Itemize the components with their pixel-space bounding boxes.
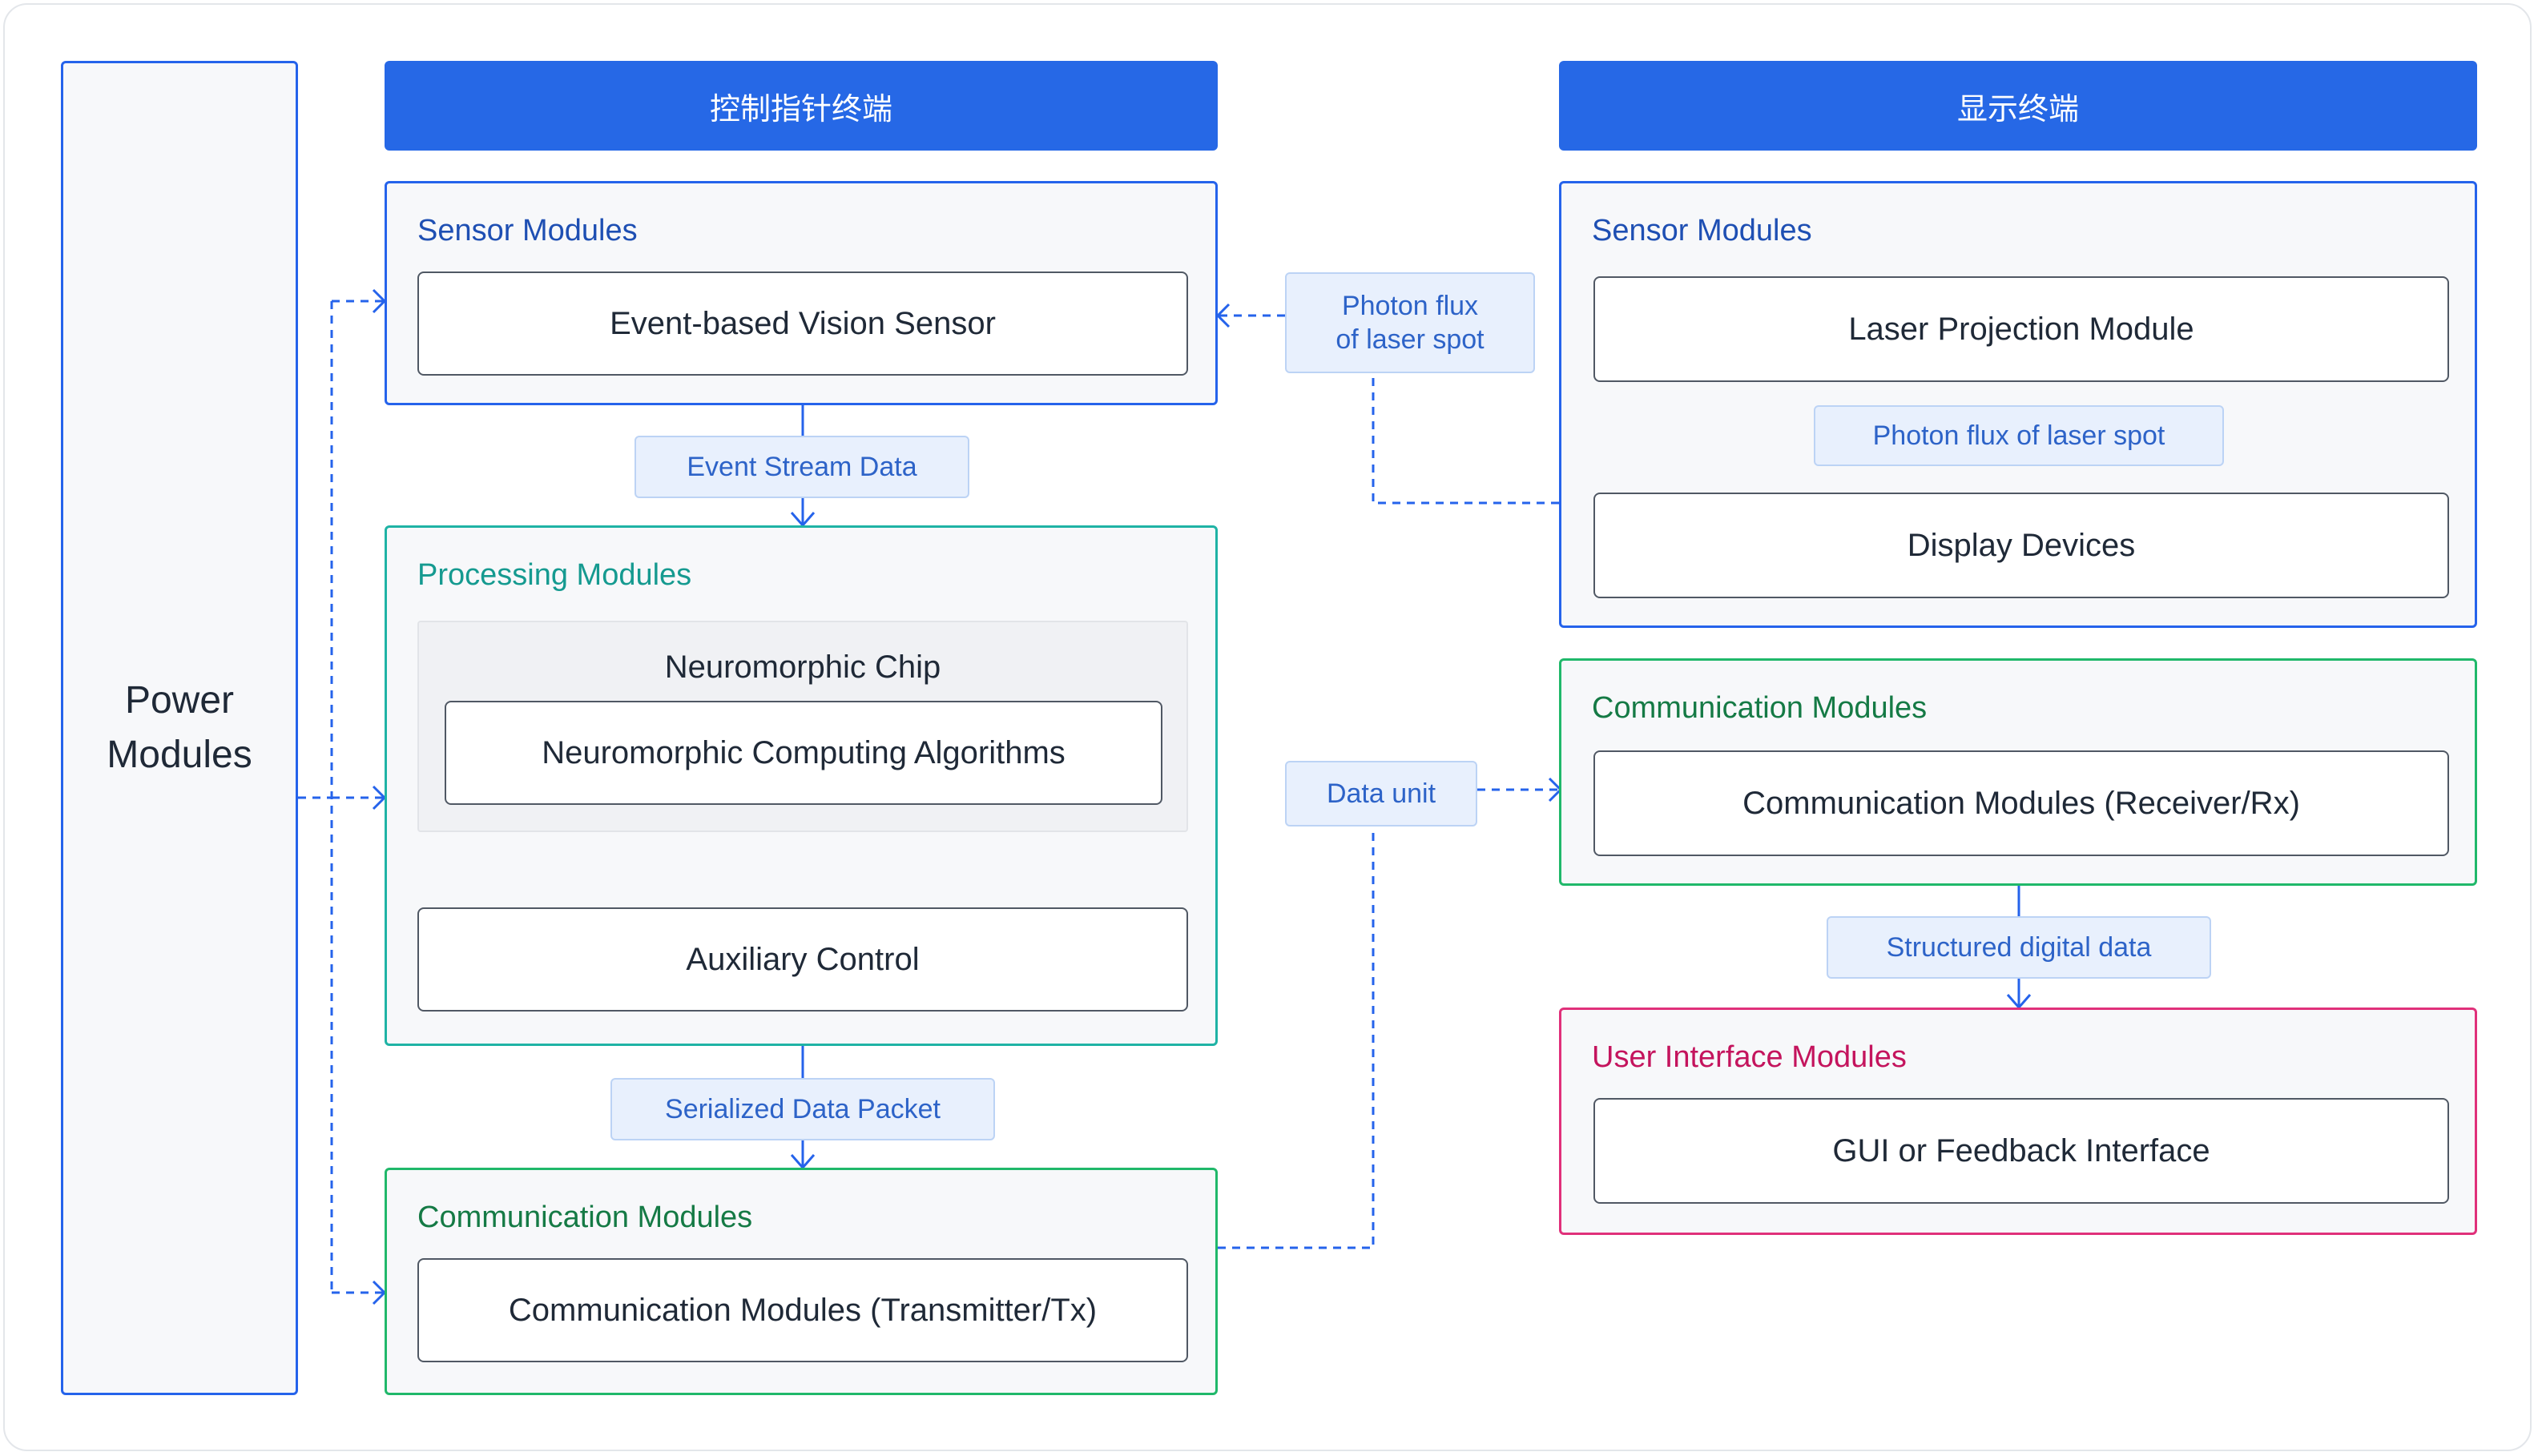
power-label-line1: Power — [124, 679, 235, 722]
processing-modules: Processing Modules Neuromorphic Chip Neu… — [385, 525, 1218, 1046]
data-unit-label: Data unit — [1285, 761, 1477, 827]
photon-flux-label: Photon flux of laser spot — [1285, 272, 1535, 373]
right-sensor-title: Sensor Modules — [1592, 214, 1812, 247]
comm-transmitter: Communication Modules (Transmitter/Tx) — [417, 1258, 1188, 1362]
processing-title: Processing Modules — [417, 558, 692, 592]
user-interface-modules: User Interface Modules GUI or Feedback I… — [1559, 1008, 2477, 1235]
left-terminal-header: 控制指针终端 — [385, 61, 1218, 151]
laser-projection-module: Laser Projection Module — [1593, 276, 2449, 382]
connector-data-unit — [1218, 788, 1561, 1249]
right-sensor-modules: Sensor Modules Laser Projection Module D… — [1559, 181, 2477, 628]
left-comm-title: Communication Modules — [417, 1201, 753, 1234]
power-modules-box: Power Modules — [61, 61, 298, 1395]
neuromorphic-chip-box: Neuromorphic Chip Neuromorphic Computing… — [417, 621, 1188, 832]
right-terminal-header: 显示终端 — [1559, 61, 2477, 151]
comm-receiver: Communication Modules (Receiver/Rx) — [1593, 750, 2449, 856]
gui-feedback-interface: GUI or Feedback Interface — [1593, 1098, 2449, 1204]
arrowhead-photon-flux — [1215, 303, 1231, 328]
photon-flux-line2: of laser spot — [1335, 324, 1485, 355]
right-comm-title: Communication Modules — [1592, 691, 1928, 725]
neuromorphic-algorithms: Neuromorphic Computing Algorithms — [445, 701, 1162, 805]
display-devices: Display Devices — [1593, 493, 2449, 598]
right-communication-modules: Communication Modules Communication Modu… — [1559, 658, 2477, 886]
neuromorphic-chip-title: Neuromorphic Chip — [664, 650, 941, 685]
photon-flux-line1: Photon flux — [1341, 291, 1479, 321]
power-label-line2: Modules — [107, 734, 252, 776]
serialized-packet-label: Serialized Data Packet — [610, 1078, 995, 1140]
ui-modules-title: User Interface Modules — [1592, 1040, 1907, 1074]
connector-power-trunk — [298, 301, 333, 1293]
connector-photon-flux — [1218, 314, 1559, 505]
photon-flux-inner-label: Photon flux of laser spot — [1814, 405, 2224, 466]
auxiliary-control: Auxiliary Control — [417, 907, 1188, 1012]
event-stream-label: Event Stream Data — [634, 436, 969, 498]
left-communication-modules: Communication Modules Communication Modu… — [385, 1168, 1218, 1395]
event-vision-sensor: Event-based Vision Sensor — [417, 271, 1188, 376]
structured-data-label: Structured digital data — [1827, 916, 2211, 979]
left-sensor-title: Sensor Modules — [417, 214, 638, 247]
left-sensor-modules: Sensor Modules Event-based Vision Sensor — [385, 181, 1218, 405]
